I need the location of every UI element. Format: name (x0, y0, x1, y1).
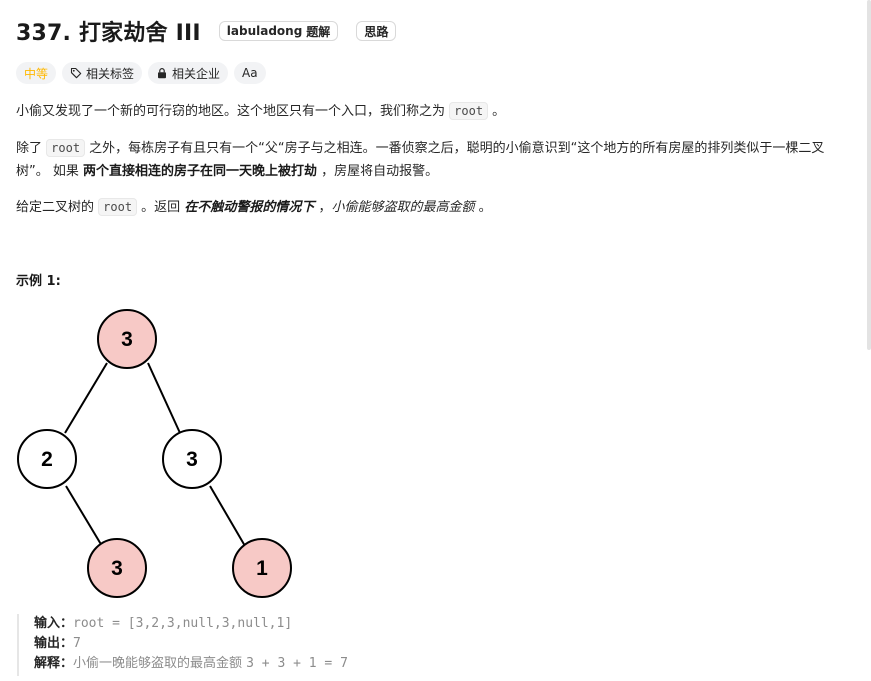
example-block: 输入：root = [3,2,3,null,3,null,1] 输出：7 解释：… (17, 614, 617, 676)
related-companies-label: 相关企业 (172, 66, 221, 81)
description-paragraph-3: 给定二叉树的 root 。返回 在不触动警报的情况下 ，小偷能够盗取的最高金额 … (16, 196, 854, 219)
explain-expression: 3 + 3 + 1 = 7 (246, 656, 348, 671)
example-input-line: 输入：root = [3,2,3,null,3,null,1] (34, 614, 617, 634)
tree-node-right-right (232, 538, 292, 598)
example-explain-line: 解释：小偷一晚能够盗取的最高金额 3 + 3 + 1 = 7 (34, 654, 617, 674)
p2-text-c: ，房屋将自动报警。 (317, 164, 439, 179)
p3-text-c: ， (314, 200, 332, 215)
tree-node-left (17, 429, 77, 489)
solution-label: 题解 (306, 24, 331, 39)
explain-label: 解释： (34, 656, 74, 671)
output-value: 7 (73, 636, 81, 651)
tree-node-value: 3 (186, 448, 198, 471)
p1-text-a: 小偷又发现了一个新的可行窃的地区。这个地区只有一个入口，我们称之为 (16, 104, 450, 119)
input-value: root = [3,2,3,null,3,null,1] (73, 616, 293, 631)
tree-edge (209, 485, 246, 547)
tree-edge (64, 362, 108, 434)
output-label: 输出： (34, 636, 74, 651)
translate-icon: Aa (242, 66, 258, 80)
title-row: 337. 打家劫舍 III labuladong 题解 思路 (16, 14, 397, 48)
labuladong-label: labuladong (226, 24, 303, 38)
tag-icon (70, 67, 82, 79)
p3-bold-italic: 在不触动警报的情况下 (184, 200, 315, 215)
related-tags-label: 相关标签 (86, 66, 135, 81)
related-tags-button[interactable]: 相关标签 (62, 62, 143, 84)
lock-icon (158, 68, 167, 79)
hint-button[interactable]: 思路 (356, 21, 397, 41)
input-label: 输入： (34, 616, 74, 631)
tree-node-root (97, 309, 157, 369)
tree-node-left-right (87, 538, 147, 598)
vertical-scrollbar[interactable] (865, 0, 871, 681)
tree-node-value: 3 (121, 328, 133, 351)
example-title: 示例 1: (16, 274, 61, 289)
explain-text: 小偷一晚能够盗取的最高金额 (73, 656, 247, 671)
tree-node-value: 1 (256, 557, 268, 580)
p3-text-b: 。返回 (137, 200, 185, 215)
problem-title[interactable]: 337. 打家劫舍 III (16, 21, 201, 46)
difficulty-badge: 中等 (16, 62, 57, 84)
tree-node-right (162, 429, 222, 489)
description-paragraph-2: 除了 root 之外，每栋房子有且只有一个“父“房子与之相连。一番侦察之后，聪明… (16, 137, 854, 183)
tree-edge (65, 485, 103, 547)
binary-tree-diagram: 3 2 3 3 1 (17, 309, 292, 598)
scrollbar-thumb[interactable] (867, 0, 871, 350)
translate-font-button[interactable]: Aa (234, 62, 266, 84)
p3-text-a: 给定二叉树的 (16, 200, 99, 215)
example-output-line: 输出：7 (34, 634, 617, 654)
p2-code: root (46, 139, 86, 157)
p1-text-b: 。 (488, 104, 506, 119)
labuladong-solution-button[interactable]: labuladong 题解 (218, 21, 339, 41)
p2-bold: 两个直接相连的房子在同一天晚上被打劫 (83, 164, 318, 179)
tree-node-value: 3 (111, 557, 123, 580)
p1-code: root (449, 102, 489, 120)
tree-node-value: 2 (41, 448, 53, 471)
p3-text-d: 。 (474, 200, 492, 215)
description-paragraph-1: 小偷又发现了一个新的可行窃的地区。这个地区只有一个入口，我们称之为 root 。 (16, 100, 854, 123)
tree-edge (147, 362, 181, 434)
related-companies-button[interactable]: 相关企业 (148, 62, 229, 84)
p3-italic: 小偷能够盗取的最高金额 (331, 200, 475, 215)
p3-code: root (98, 198, 138, 216)
tag-bar: 中等 相关标签 相关企业 Aa (16, 62, 266, 84)
p2-text-b: 之外，每栋房子有且只有一个“父“房子与之相连。一番侦察之后，聪明的小偷意识到“这… (16, 141, 825, 179)
p2-text-a: 除了 (16, 141, 47, 156)
